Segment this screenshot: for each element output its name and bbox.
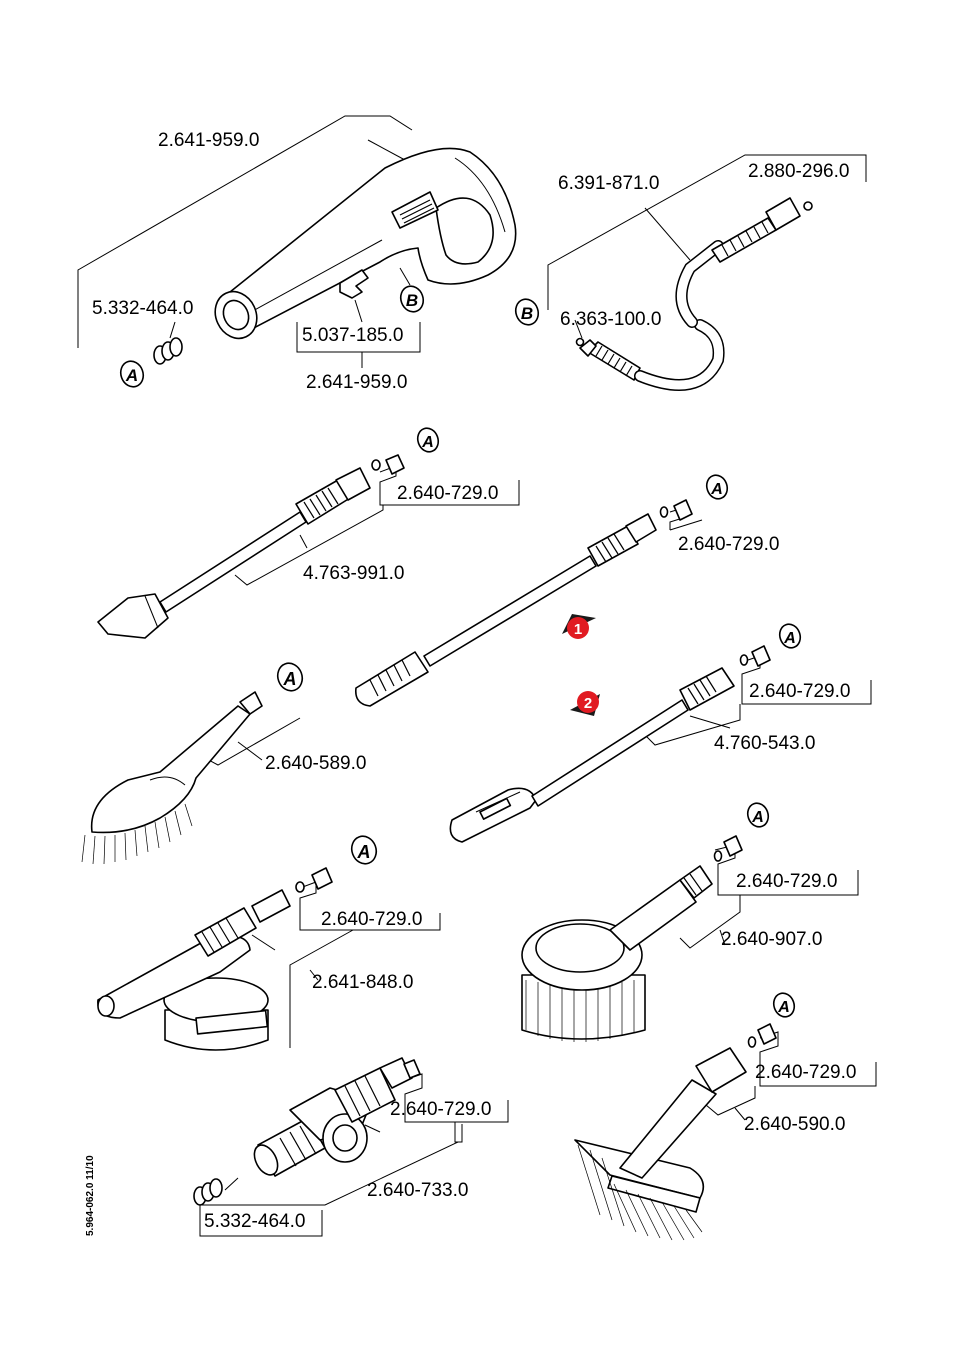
- part-number-wash-set: 2.640-729.0: [755, 1062, 857, 1083]
- part-number-hose-oring: 2.880-296.0: [748, 161, 850, 182]
- part-number-foam-set: 2.640-729.0: [321, 909, 423, 930]
- part-number-lance1: 4.763-991.0: [303, 563, 405, 584]
- part-number-lance3: 4.760-543.0: [714, 733, 816, 754]
- part-number-lance2-set: 2.640-729.0: [678, 534, 780, 555]
- spring-coils: [153, 337, 183, 365]
- badge-1-text: 1: [574, 621, 582, 638]
- document-reference: 5.964-062.0 11/10: [85, 1155, 96, 1236]
- rotary-brush: [521, 835, 743, 1042]
- callout-a-brush: A: [276, 662, 304, 692]
- part-number-wash-brush: 2.640-590.0: [744, 1114, 846, 1135]
- callout-a-wash: A: [772, 992, 796, 1018]
- callout-a-gun: A: [119, 360, 145, 388]
- callout-b-gun: B: [399, 285, 425, 313]
- part-number-adapter: 2.640-733.0: [367, 1180, 469, 1201]
- part-number-hand-brush: 2.640-589.0: [265, 753, 367, 774]
- part-number-hose: 6.391-871.0: [558, 173, 660, 194]
- hand-brush: [81, 691, 263, 865]
- trigger-gun: [153, 147, 517, 365]
- badge-2-text: 2: [584, 695, 592, 712]
- callout-a-text: A: [777, 999, 790, 1016]
- callout-a-text: A: [283, 669, 297, 689]
- part-number-foam: 2.641-848.0: [312, 972, 414, 993]
- callout-a-lance2: A: [705, 474, 729, 500]
- part-number-adapter-set: 2.640-729.0: [390, 1099, 492, 1120]
- part-number-gun-bottom: 2.641-959.0: [306, 372, 408, 393]
- callout-a-foam: A: [350, 835, 378, 865]
- callout-b-text: B: [406, 291, 418, 310]
- part-number-adapter-spring: 5.332-464.0: [204, 1211, 306, 1232]
- part-number-hose-nipple: 6.363-100.0: [560, 309, 662, 330]
- callout-b-text: B: [521, 304, 533, 323]
- callout-a-text: A: [710, 481, 723, 498]
- part-number-rotary-set: 2.640-729.0: [736, 871, 838, 892]
- adapter-spring: [193, 1178, 223, 1206]
- lance-nozzle: [97, 454, 405, 639]
- callout-a-rotary: A: [746, 802, 770, 828]
- callout-a-text: A: [751, 809, 764, 826]
- callout-b-hose: B: [514, 298, 540, 326]
- part-number-gun-spring: 5.332-464.0: [92, 298, 194, 319]
- part-number-gun-clip: 5.037-185.0: [302, 325, 404, 346]
- callout-a-lance1: A: [416, 427, 440, 453]
- part-number-lance3-set: 2.640-729.0: [749, 681, 851, 702]
- lance-long: [354, 499, 693, 707]
- badge-1: 1: [562, 614, 596, 639]
- adapter: [193, 1057, 421, 1206]
- part-number-rotary-brush: 2.640-907.0: [721, 929, 823, 950]
- callout-a-text: A: [125, 366, 138, 385]
- callout-a-text: A: [357, 842, 371, 862]
- part-number-gun-top: 2.641-959.0: [158, 130, 260, 151]
- lance-vario: [449, 645, 771, 843]
- wash-brush: [574, 1023, 777, 1241]
- hose: [575, 197, 813, 391]
- callout-a-text: A: [783, 630, 796, 647]
- callout-a-text: A: [421, 434, 434, 451]
- badge-2: 2: [570, 691, 600, 716]
- foam-nozzle: [97, 867, 333, 1051]
- part-number-lance1-set: 2.640-729.0: [397, 483, 499, 504]
- callout-a-lance3: A: [778, 623, 802, 649]
